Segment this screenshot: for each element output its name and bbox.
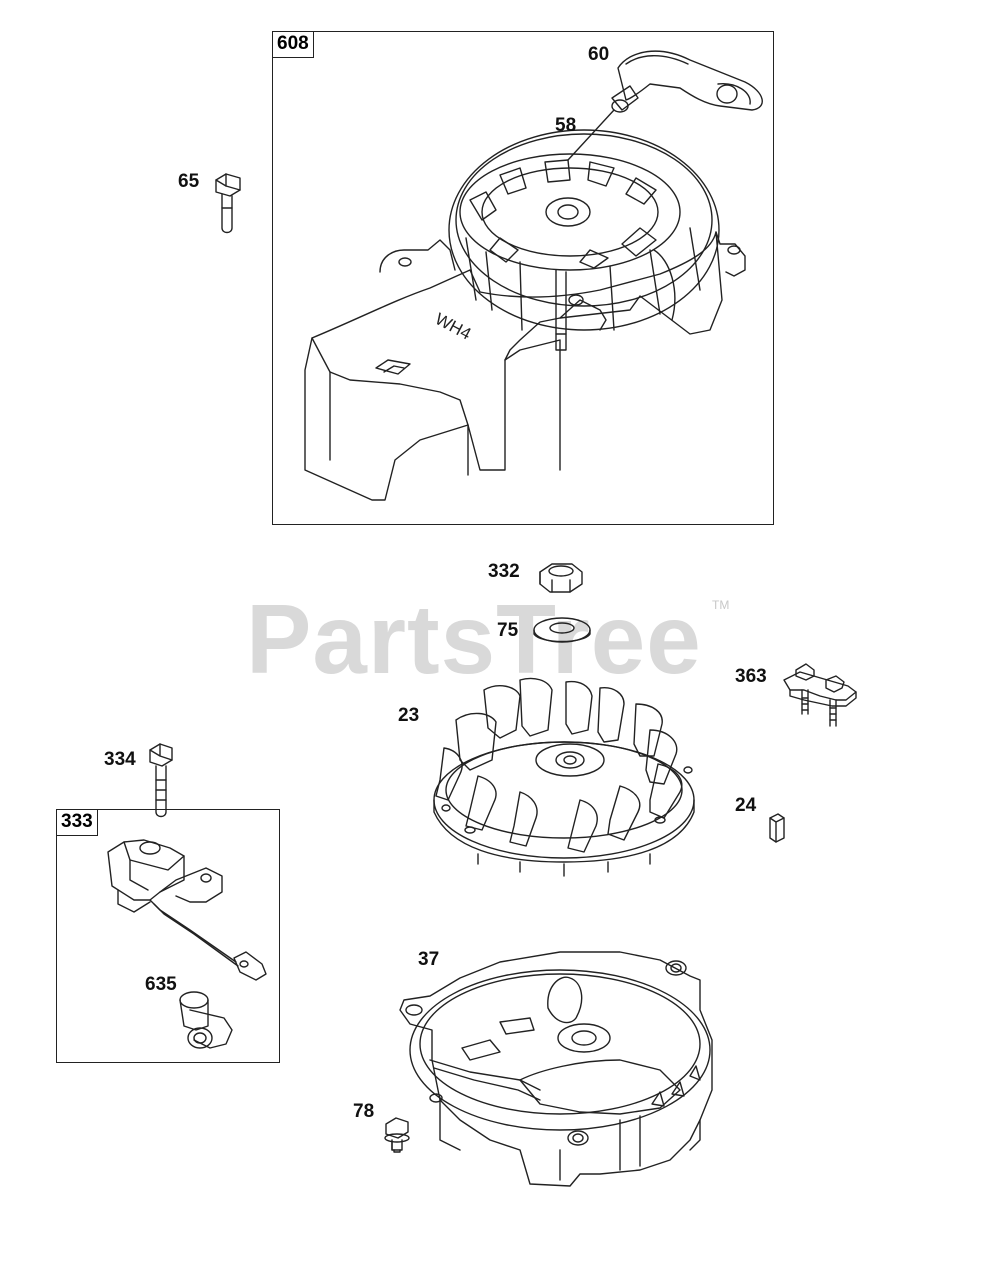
callout-333[interactable]: 333 bbox=[56, 809, 98, 836]
flywheel-part-23[interactable] bbox=[434, 678, 694, 876]
bolt-part-334[interactable] bbox=[150, 744, 172, 817]
callout-60[interactable]: 60 bbox=[588, 44, 610, 65]
callout-635[interactable]: 635 bbox=[145, 974, 177, 995]
trademark-mark: TM bbox=[712, 598, 730, 612]
nut-part-332[interactable] bbox=[540, 564, 582, 592]
callout-78[interactable]: 78 bbox=[353, 1101, 375, 1122]
assembly-box-608: 608 bbox=[272, 31, 774, 525]
housing-part-37[interactable] bbox=[400, 952, 712, 1186]
ignition-armature-part-333[interactable] bbox=[108, 840, 266, 980]
starter-rope-part-58[interactable] bbox=[568, 110, 614, 160]
callout-608[interactable]: 608 bbox=[272, 31, 314, 58]
key-part-24[interactable] bbox=[770, 814, 784, 842]
callout-363[interactable]: 363 bbox=[735, 666, 767, 687]
blower-housing-part-608[interactable]: WH4 bbox=[305, 130, 745, 500]
bolt-part-65[interactable] bbox=[216, 174, 240, 233]
callout-37[interactable]: 37 bbox=[418, 949, 440, 970]
callout-332[interactable]: 332 bbox=[488, 561, 520, 582]
starter-handle-part-60[interactable] bbox=[612, 51, 762, 112]
washer-part-75[interactable] bbox=[534, 618, 590, 642]
assembly-box-333: 333 bbox=[56, 809, 280, 1063]
spark-plug-boot-part-635[interactable] bbox=[180, 992, 232, 1048]
callout-24[interactable]: 24 bbox=[735, 795, 757, 816]
bracket-part-363[interactable] bbox=[784, 664, 856, 726]
callout-334[interactable]: 334 bbox=[104, 749, 136, 770]
bolt-part-78[interactable] bbox=[385, 1118, 409, 1152]
callout-65[interactable]: 65 bbox=[178, 171, 200, 192]
callout-23[interactable]: 23 bbox=[398, 705, 420, 726]
callout-75[interactable]: 75 bbox=[497, 620, 519, 641]
partstree-watermark: PartsTree bbox=[246, 584, 702, 694]
callout-58[interactable]: 58 bbox=[555, 115, 577, 136]
housing-stamp: WH4 bbox=[432, 309, 474, 344]
